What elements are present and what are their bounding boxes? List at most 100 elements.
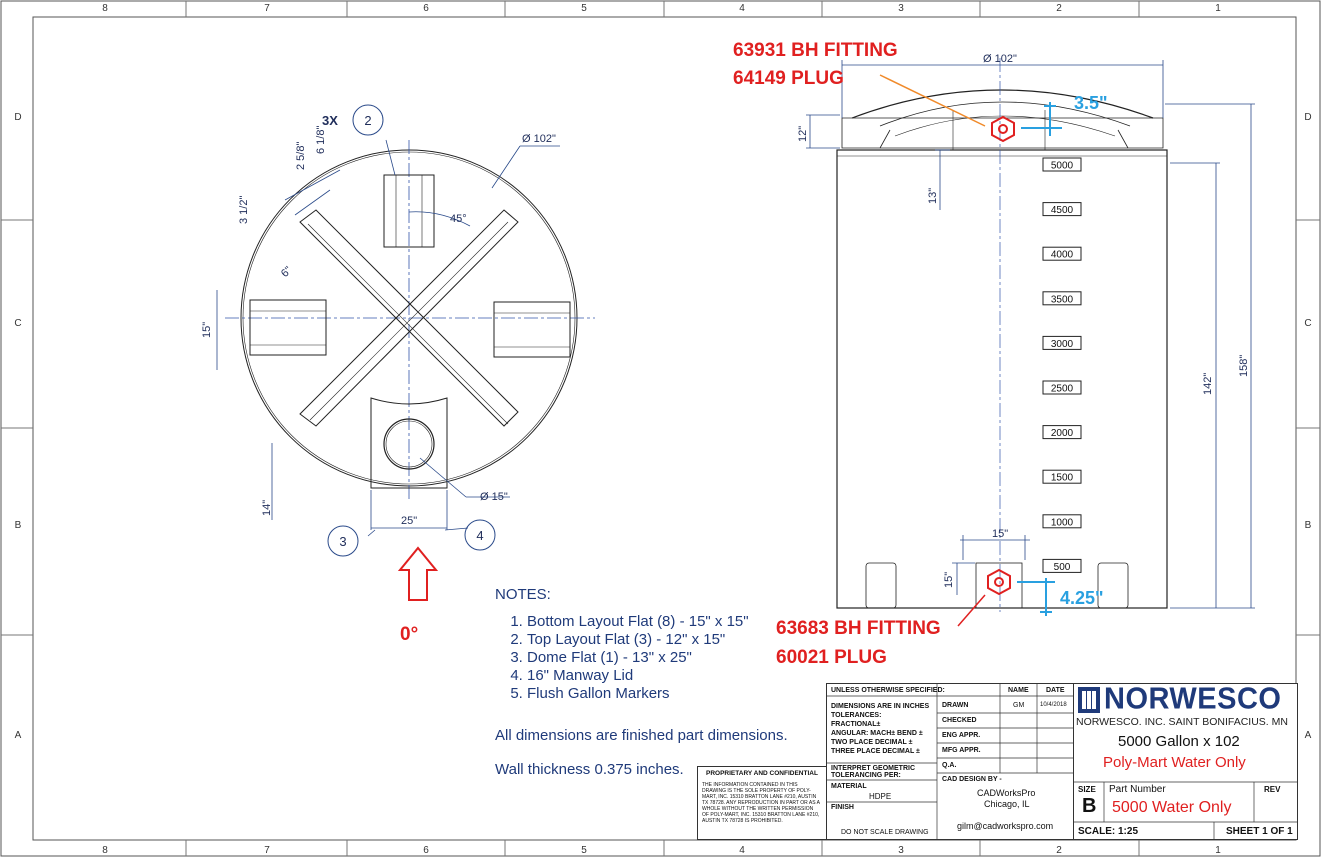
- tol-fractional: FRACTIONAL±: [831, 721, 881, 728]
- zone-left-d: D: [14, 112, 21, 123]
- zone-bottom-3: 3: [898, 845, 904, 856]
- dim-14-label: 14": [261, 500, 273, 516]
- balloons: 2 3 4: [327, 104, 496, 557]
- gallon-marker: 3500: [1042, 291, 1082, 306]
- gallon-marker: 2500: [1042, 380, 1082, 395]
- zone-bottom-6: 6: [423, 845, 429, 856]
- zone-top-5: 5: [581, 3, 587, 14]
- gallon-marker: 3000: [1042, 335, 1082, 350]
- zone-bottom-4: 4: [739, 845, 745, 856]
- zone-labels: 8 7 6 5 4 3 2 1 8 7 6 5 4 3 2 1 D C B A …: [14, 3, 1311, 856]
- notes-block: NOTES: Bottom Layout Flat (8) - 15" x 15…: [495, 586, 788, 787]
- right-flat: [493, 301, 571, 358]
- manway-diameter-label: Ø 15": [480, 491, 508, 503]
- title-block-grid: [827, 684, 1074, 839]
- dim-2-5-8-label: 2 5/8": [295, 142, 307, 170]
- drawn-date: 10/4/2018: [1040, 702, 1067, 708]
- rev-label: REV: [1264, 785, 1281, 794]
- size-label: SIZE: [1078, 785, 1096, 794]
- note-item: Flush Gallon Markers: [527, 685, 788, 703]
- dome-outline: [851, 89, 1154, 119]
- proprietary-block: PROPRIETARY AND CONFIDENTIAL THE INFORMA…: [697, 766, 827, 840]
- top-fitting-label: 63931 BH FITTING: [733, 40, 898, 61]
- title-block-right-grid: [1074, 781, 1297, 839]
- gallon-marker-label: 3000: [1051, 339, 1074, 350]
- zone-left-c: C: [14, 318, 21, 329]
- dim-45-label: 45°: [450, 213, 467, 225]
- zone-top-4: 4: [739, 3, 745, 14]
- notes-header: NOTES:: [495, 586, 551, 603]
- part-number-value: 5000 Water Only: [1112, 799, 1232, 816]
- proprietary-title: PROPRIETARY AND CONFIDENTIAL: [706, 770, 818, 777]
- customer-title: Poly-Mart Water Only: [1103, 754, 1246, 771]
- drawn-name: GM: [1013, 702, 1025, 709]
- checked-label: CHECKED: [942, 717, 977, 724]
- zone-top-8: 8: [102, 3, 108, 14]
- tol-angular: ANGULAR: MACH± BEND ±: [831, 730, 923, 737]
- gallon-marker-label: 3500: [1051, 294, 1074, 305]
- name-header: NAME: [1008, 687, 1029, 694]
- brand-name: NORWESCO: [1104, 682, 1282, 716]
- tol-two-place: TWO PLACE DECIMAL ±: [831, 739, 913, 746]
- side-view-dim-labels: Ø 102" 12" 13" 142" 158" 15" 15": [797, 53, 1250, 588]
- gallon-marker-label: 1500: [1051, 473, 1074, 484]
- zero-degree-arrow: 0°: [397, 546, 439, 645]
- gallon-marker-label: 2000: [1051, 428, 1074, 439]
- top-view-dim-labels: 3X Ø 102" Ø 15" 45° 6" 6 1/8" 2 5/8" 3 1…: [201, 113, 556, 527]
- gallon-marker-label: 1000: [1051, 517, 1074, 528]
- gallon-marker: 4500: [1042, 202, 1082, 217]
- fitting-callouts: [879, 74, 1062, 627]
- gallon-marker: 1500: [1042, 469, 1082, 484]
- scale-value: SCALE: 1:25: [1078, 826, 1139, 837]
- bottom-plug-label: 60021 PLUG: [776, 647, 887, 668]
- zone-right-c: C: [1304, 318, 1311, 329]
- zone-left-b: B: [15, 520, 22, 531]
- zone-right-d: D: [1304, 112, 1311, 123]
- side-diameter-label: Ø 102": [983, 53, 1017, 65]
- tolerances: TOLERANCES:: [831, 712, 882, 719]
- top-fitting-hex-icon: [991, 115, 1015, 143]
- eng-appr-label: ENG APPR.: [942, 732, 981, 739]
- mfg-appr-label: MFG APPR.: [942, 747, 981, 754]
- note-item: Dome Flat (1) - 13" x 25": [527, 649, 788, 667]
- balloon-2: 2: [364, 113, 371, 128]
- manway-circle: [383, 418, 435, 470]
- dims-in-inches: DIMENSIONS ARE IN INCHES: [831, 703, 930, 710]
- note-item: Top Layout Flat (3) - 12" x 15": [527, 631, 788, 649]
- top-flat: [383, 174, 435, 248]
- gallon-marker-label: 500: [1054, 562, 1071, 573]
- side-dim-15w-label: 15": [992, 528, 1008, 540]
- zone-bottom-8: 8: [102, 845, 108, 856]
- side-dim-12-label: 12": [797, 126, 809, 142]
- top-dim-label: 3.5": [1074, 93, 1108, 113]
- qa-label: Q.A.: [942, 762, 957, 769]
- side-view-dims: [806, 60, 1255, 609]
- proprietary-text: THE INFORMATION CONTAINED IN THIS DRAWIN…: [702, 782, 820, 824]
- balloon-3: 3: [339, 534, 346, 549]
- gallon-marker: 2000: [1042, 425, 1082, 440]
- note-dimensions: All dimensions are finished part dimensi…: [495, 727, 788, 744]
- zone-top-6: 6: [423, 3, 429, 14]
- zone-left-a: A: [15, 730, 22, 741]
- diagonal-rib-2: [299, 209, 519, 427]
- title-block-right: NORWESCO NORWESCO. INC. SAINT BONIFACIUS…: [1073, 682, 1298, 840]
- zero-degree-label: 0°: [400, 624, 418, 645]
- notes-list: Bottom Layout Flat (8) - 15" x 15" Top L…: [495, 613, 788, 703]
- cad-city: Chicago, IL: [984, 799, 1030, 809]
- top-diameter-label: Ø 102": [522, 133, 556, 145]
- norwesco-logo-icon: [1078, 687, 1100, 713]
- note-wall-thickness: Wall thickness 0.375 inches.: [495, 761, 684, 778]
- cad-design-by: CAD DESIGN BY -: [942, 776, 1002, 783]
- bottom-dim-label: 4.25": [1060, 588, 1104, 608]
- gallon-marker: 4000: [1042, 246, 1082, 261]
- gallon-marker: 1000: [1042, 514, 1082, 529]
- zone-top-7: 7: [264, 3, 270, 14]
- note-item: 16" Manway Lid: [527, 667, 788, 685]
- bottom-fitting-label: 63683 BH FITTING: [776, 618, 941, 639]
- zone-right-b: B: [1305, 520, 1312, 531]
- size-value: B: [1082, 795, 1097, 817]
- side-dim-142-label: 142": [1202, 373, 1214, 395]
